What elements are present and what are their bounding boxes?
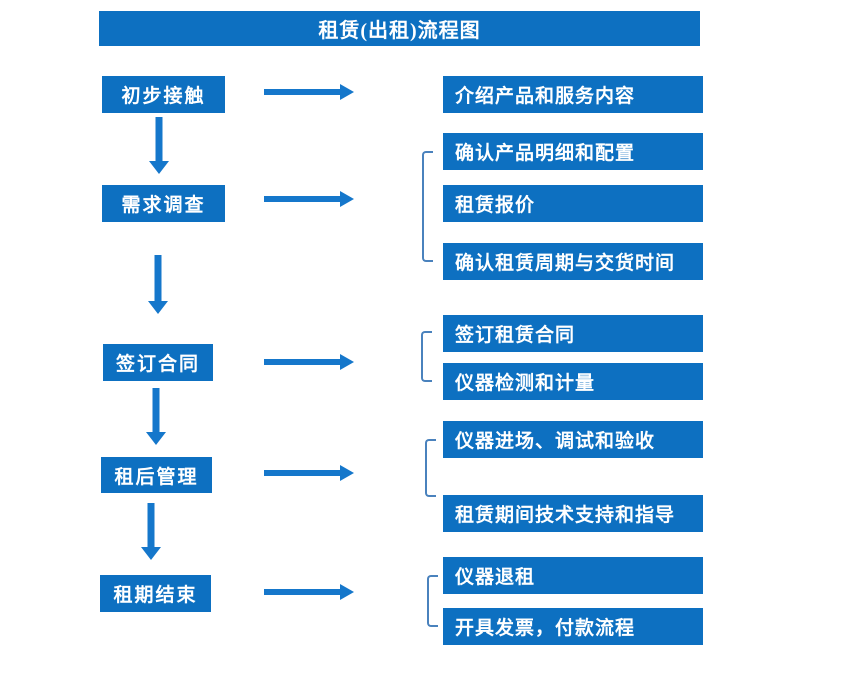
- arrow-shaft: [154, 255, 162, 302]
- output-box: 仪器进场、调试和验收: [443, 421, 703, 458]
- page-title: 租赁(出租)流程图: [99, 11, 700, 46]
- arrow-shaft: [152, 388, 160, 433]
- output-box: 租赁报价: [443, 185, 703, 222]
- arrow-shaft: [264, 589, 341, 595]
- arrow-right-icon: [264, 584, 354, 600]
- arrow-head: [340, 354, 354, 370]
- stage-box-rental-end: 租期结束: [100, 575, 211, 612]
- arrow-head: [340, 465, 354, 481]
- arrow-right-icon: [264, 191, 354, 207]
- arrow-head: [148, 301, 168, 314]
- arrow-head: [340, 84, 354, 100]
- output-box: 签订租赁合同: [443, 315, 703, 352]
- arrow-shaft: [155, 117, 163, 162]
- arrow-head: [146, 432, 166, 445]
- arrow-down-icon: [149, 117, 169, 174]
- arrow-shaft: [264, 359, 341, 365]
- stage-box-demand-survey: 需求调查: [102, 185, 225, 222]
- output-box: 确认产品明细和配置: [443, 133, 703, 170]
- arrow-head: [340, 191, 354, 207]
- output-box: 租赁期间技术支持和指导: [443, 495, 703, 532]
- arrow-right-icon: [264, 354, 354, 370]
- group-bracket-icon: [427, 575, 438, 627]
- arrow-shaft: [147, 503, 155, 548]
- group-bracket-icon: [421, 331, 432, 382]
- arrow-down-icon: [148, 255, 168, 314]
- group-bracket-icon: [425, 439, 436, 497]
- arrow-down-icon: [141, 503, 161, 560]
- arrow-head: [340, 584, 354, 600]
- stage-box-post-rental-management: 租后管理: [101, 457, 212, 493]
- arrow-shaft: [264, 196, 341, 202]
- output-box: 介绍产品和服务内容: [443, 76, 703, 113]
- output-box: 仪器退租: [443, 557, 703, 594]
- group-bracket-icon: [422, 151, 433, 262]
- arrow-down-icon: [146, 388, 166, 445]
- arrow-shaft: [264, 470, 341, 476]
- stage-box-initial-contact: 初步接触: [102, 76, 225, 113]
- output-box: 确认租赁周期与交货时间: [443, 243, 703, 280]
- arrow-right-icon: [264, 465, 354, 481]
- arrow-head: [149, 161, 169, 174]
- output-box: 仪器检测和计量: [443, 363, 703, 400]
- stage-box-sign-contract: 签订合同: [103, 344, 213, 381]
- arrow-right-icon: [264, 84, 354, 100]
- output-box: 开具发票，付款流程: [443, 608, 703, 645]
- arrow-head: [141, 547, 161, 560]
- arrow-shaft: [264, 89, 341, 95]
